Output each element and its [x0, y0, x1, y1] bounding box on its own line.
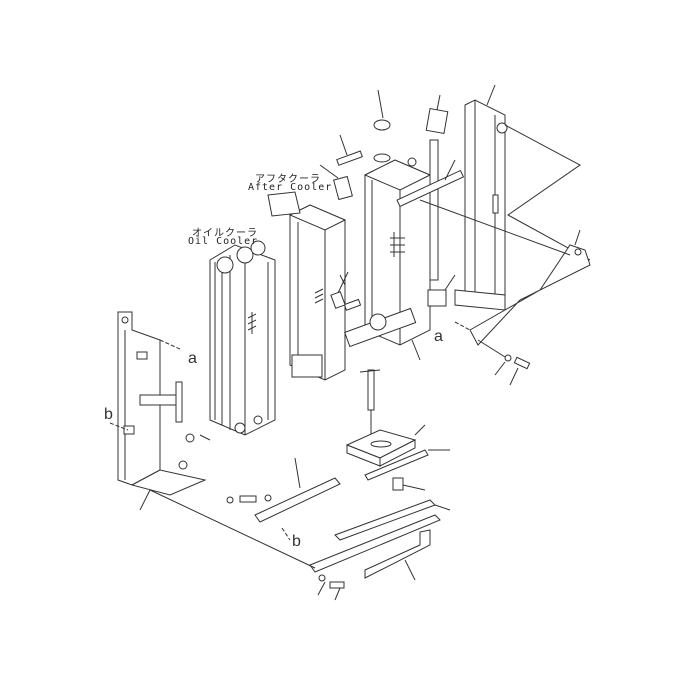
right-frame [454, 84, 591, 311]
reference-mark-a-right: a [434, 328, 443, 345]
oil-cooler-label-en: Oil Cooler [188, 236, 259, 247]
oil-cooler-label-jp: オイルクーラ [192, 228, 258, 239]
rubber-pads [319, 94, 465, 311]
reference-mark-b-left: b [104, 406, 113, 423]
reference-mark-a-left: a [188, 350, 197, 367]
reference-arrows [109, 321, 471, 541]
reference-mark-b-bottom: b [292, 533, 301, 550]
radiator [344, 89, 432, 361]
bottom-bar [149, 457, 441, 601]
after-cooler-label-en: After Cooler [248, 182, 333, 193]
left-frame-bracket [117, 311, 207, 511]
after-cooler-label-jp: アフタクーラ [255, 174, 321, 185]
oil-cooler [199, 240, 276, 441]
right-support-bracket [419, 199, 591, 386]
lower-mount [334, 424, 451, 581]
after-cooler [267, 191, 347, 381]
